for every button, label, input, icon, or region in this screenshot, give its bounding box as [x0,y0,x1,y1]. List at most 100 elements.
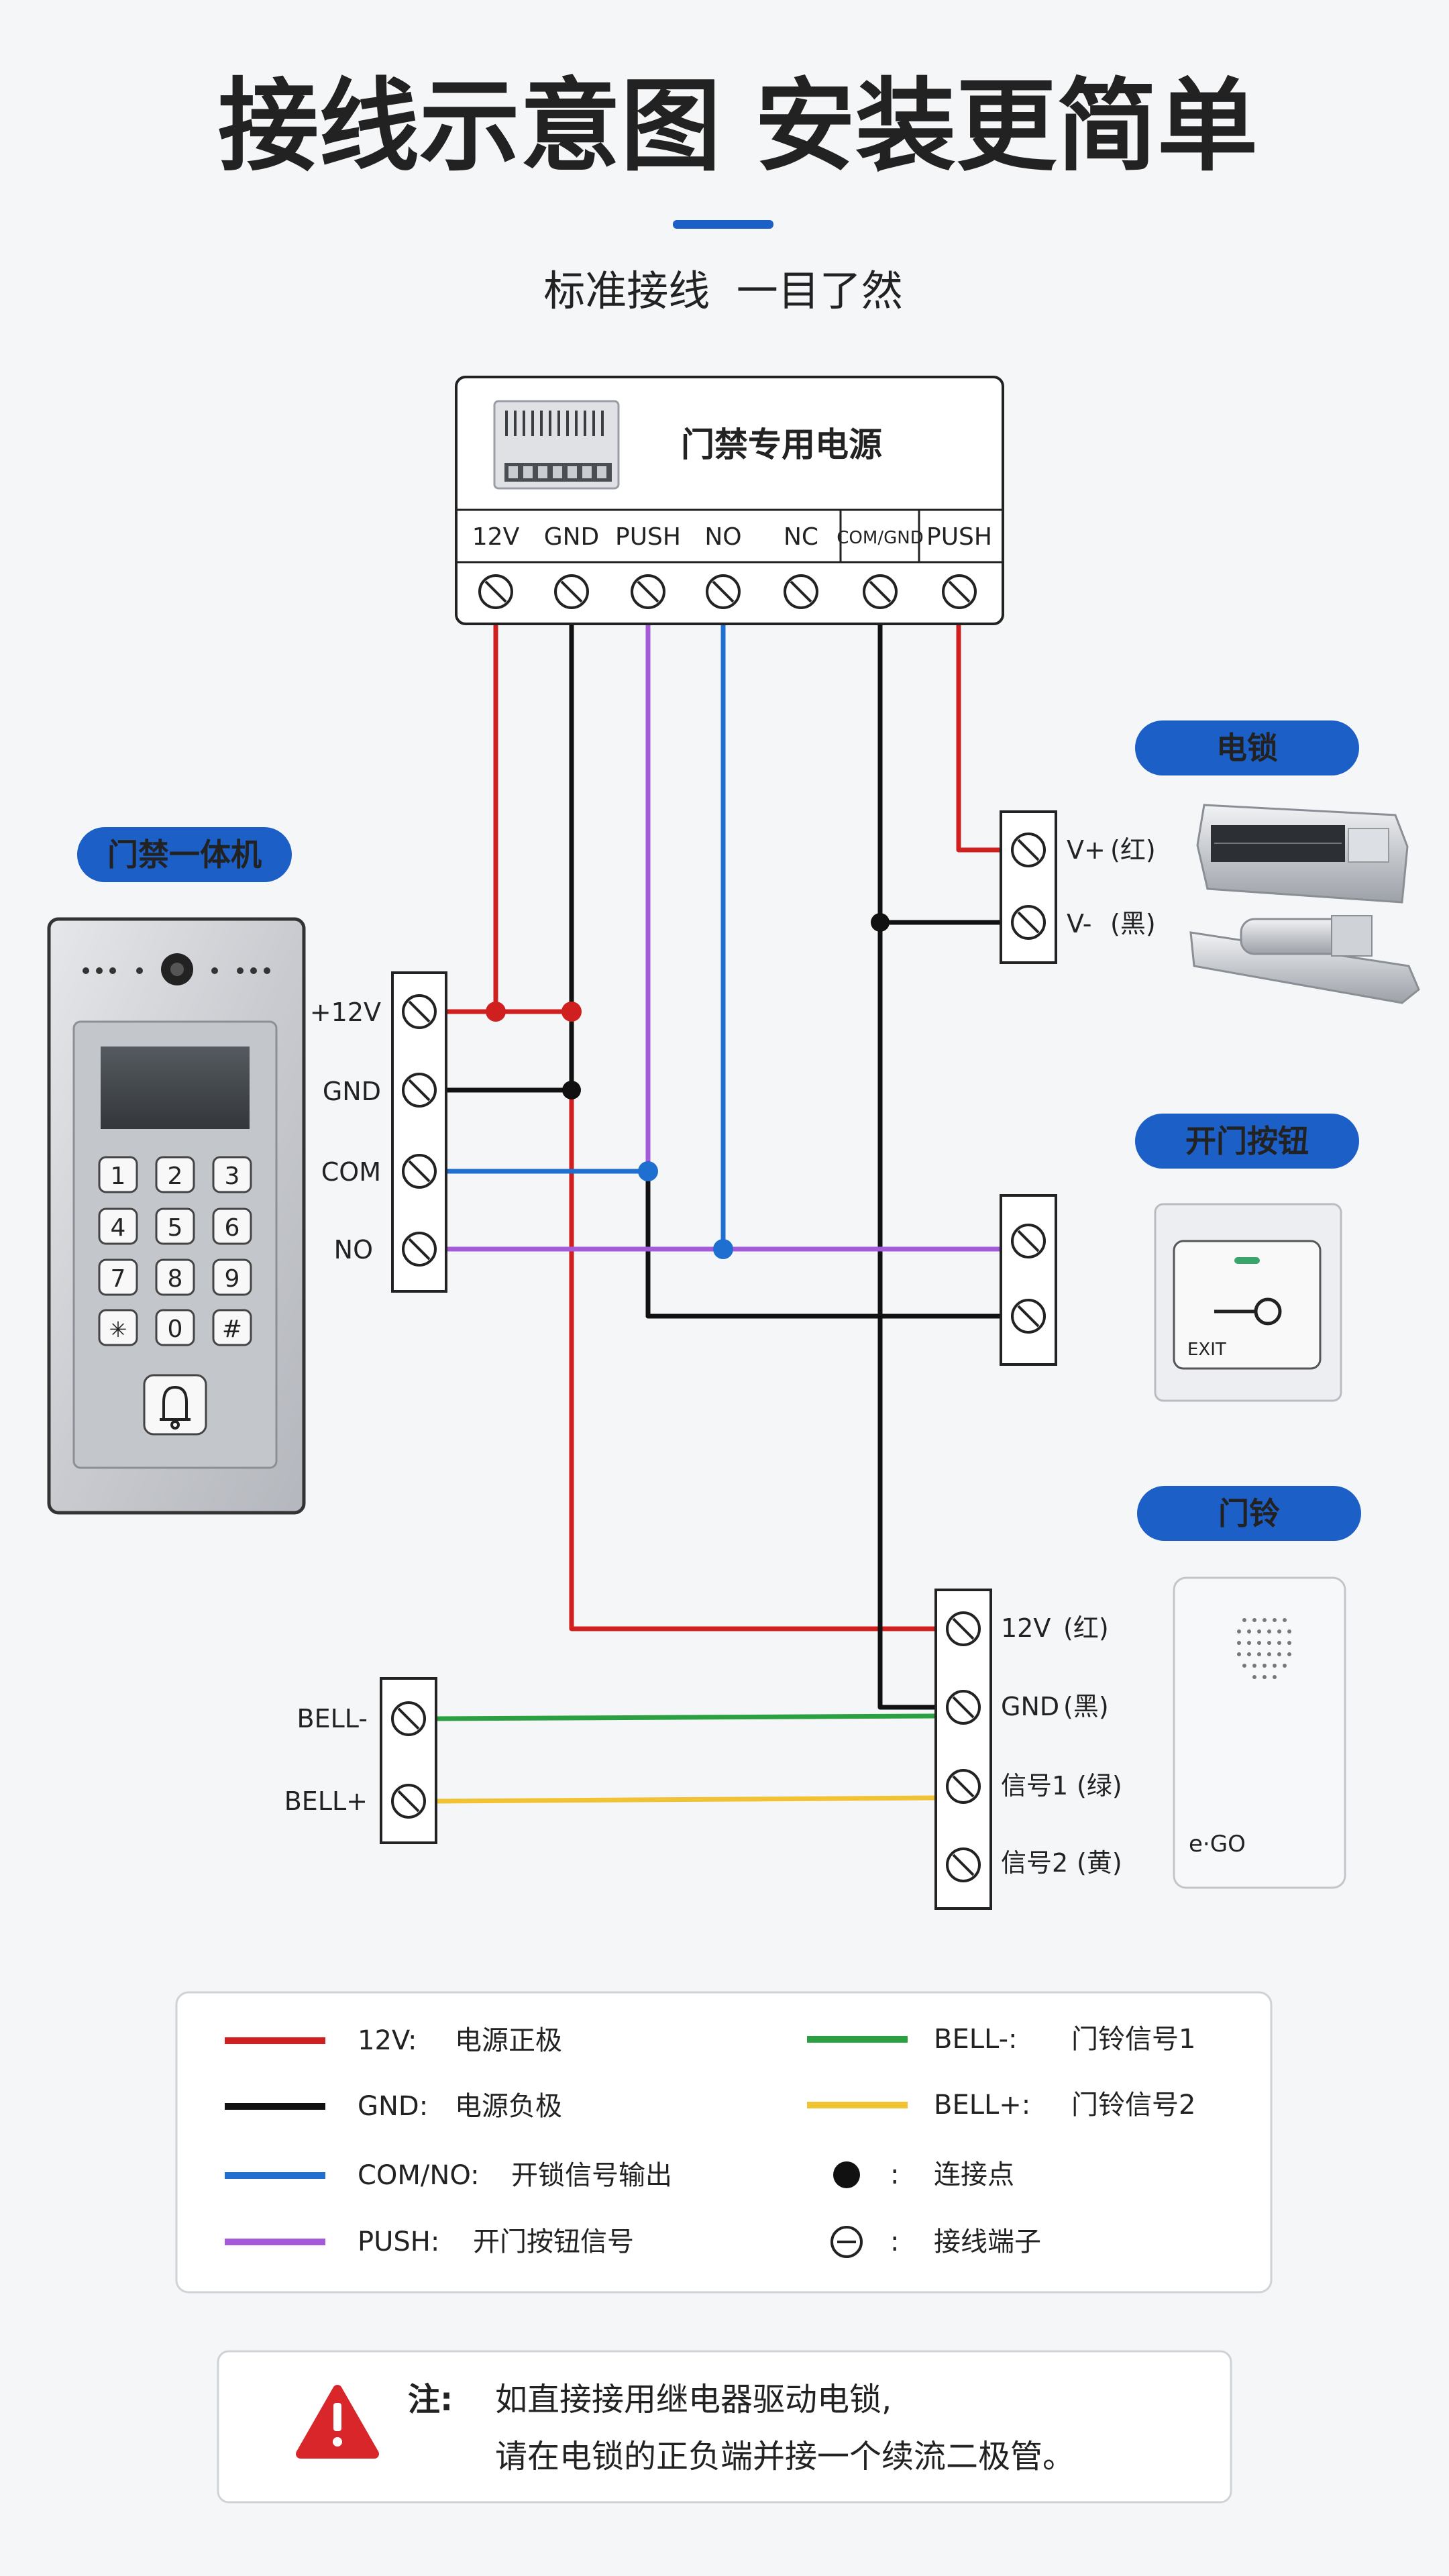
lock-terminal-note: (红) [1110,835,1156,865]
title-underline [673,220,773,229]
legend-desc: 开锁信号输出 [511,2160,672,2191]
bell-icon [160,1385,191,1430]
key-label: 6 [225,1214,240,1242]
electric-lock: 电锁 V+ (红) V- (黑) [1000,720,1420,1004]
indicator-dots [83,967,270,974]
junction-dot [561,1002,582,1022]
unit-terminal-label: NO [334,1235,373,1265]
junction-dot [562,1081,581,1099]
legend-desc: 接线端子 [934,2226,1041,2257]
unit-terminal-label: +12V [310,998,381,1027]
terminal-screw-row [478,574,977,609]
bell-terminal-label: 12V [1001,1613,1051,1643]
note-line-1: 如直接接用继电器驱动电锁, [495,2381,892,2418]
junction-dot [713,1239,733,1259]
bell-terminal-label: 信号2 [1001,1848,1068,1878]
subtitle: 标准接线 一目了然 [543,266,902,315]
power-supply: 门禁专用电源 12V GND PUSH NO NC COM/GND PUSH [455,376,1004,625]
legend-key: : [890,2226,899,2257]
key-label: ✳ [109,1317,127,1342]
keypad [98,1156,252,1346]
legend-desc: 电源正极 [455,2025,562,2056]
key-label: 0 [168,1316,183,1343]
legend-desc: 门铃信号1 [1071,2024,1195,2055]
wire-psu-push-to-exit [645,624,1001,1319]
wire-psu-push2-to-lock-v-plus [956,624,1001,853]
access-unit: 门禁一体机 1 2 3 4 5 6 7 8 9 ✳ 0 # [47,827,306,1515]
doorbell-key [143,1374,207,1436]
title-dark: 接线示意图 [218,68,721,185]
key-label: 9 [225,1265,240,1293]
legend: 12V: 电源正极 GND: 电源负极 COM/NO: 开锁信号输出 PUSH:… [175,1991,1273,2294]
legend-desc: 门铃信号2 [1071,2090,1195,2121]
exit-plate-text: EXIT [1187,1340,1226,1360]
bolt-lock-icon [1189,915,1420,1004]
bell-terminal-note: (黑) [1063,1692,1109,1721]
legend-desc: 开门按钮信号 [473,2226,634,2257]
note-line-2: 请在电锁的正负端并接一个续流二极管。 [495,2438,1075,2475]
key-label: 7 [111,1265,126,1293]
legend-key: GND: [358,2091,428,2122]
doorbell-device [1173,1576,1346,1889]
legend-key: 12V: [358,2025,417,2056]
exit-button: 开门按钮 EXIT [1000,1114,1359,1402]
bell-terminal-note: (黄) [1077,1848,1122,1878]
legend-desc: 连接点 [934,2159,1014,2190]
unit-terminal-block: +12V GND COM NO [310,971,447,1293]
psu-terminal-label: NO [704,523,741,551]
junction-dot [638,1161,658,1181]
wires [417,624,1001,1804]
lcd-screen [101,1046,250,1129]
bell-block-label: BELL- [297,1704,368,1733]
bell-terminal-label: 信号1 [1001,1771,1068,1801]
lock-terminal-label: V+ [1067,835,1106,865]
psu-terminal-label: GND [544,523,600,551]
wire-bell-plus [437,1795,936,1804]
connection-dot-icon [833,2161,860,2188]
junction-dot [871,913,890,932]
unit-terminal-label: COM [321,1157,381,1187]
exit-plate-inner [1173,1240,1322,1370]
bell-terminal-note: (绿) [1077,1771,1122,1801]
badge-bg [77,827,292,882]
note-label: 注: [408,2381,453,2418]
legend-key: BELL-: [934,2024,1018,2055]
title-blue: 安装更简单 [755,68,1258,185]
psu-terminal-label: PUSH [926,523,992,551]
junction-dot [486,1002,506,1022]
note-box: 注: 如直接接用继电器驱动电锁, 请在电锁的正负端并接一个续流二极管。 [217,2350,1232,2504]
legend-desc: 电源负极 [455,2091,562,2122]
warning-icon [296,2385,379,2459]
doorbell: 门铃 12V (红) GND (黑) 信号1 (绿) 信号2 (黄) e·GO [934,1486,1361,1910]
psu-terminal-label: COM/GND [837,528,923,548]
legend-key: PUSH: [358,2226,439,2257]
lock-badge: 电锁 [1216,730,1278,766]
junctions [486,913,890,1259]
key-label: 2 [168,1163,183,1190]
psu-terminal-label: NC [784,523,818,551]
indicator-led [1234,1257,1260,1264]
bell-signal-block: BELL- BELL+ [284,1677,437,1844]
psu-terminal-label: PUSH [615,523,681,551]
bell-block-label: BELL+ [284,1786,368,1816]
lock-terminal-note: (黑) [1110,909,1156,938]
key-label: 4 [111,1214,126,1242]
speaker-grille [1237,1618,1291,1679]
bell-terminal-note: (红) [1063,1613,1109,1643]
power-supply-title: 门禁专用电源 [681,425,882,464]
legend-box [175,1991,1273,2294]
key-label: 5 [168,1214,183,1242]
unit-terminal-label: GND [323,1077,381,1106]
terminal-symbol-icon [830,2226,863,2258]
badge-bg [1137,1486,1361,1541]
lock-terminal-label: V- [1067,909,1091,938]
legend-key: : [890,2159,899,2190]
bell-terminal-label: GND [1001,1692,1059,1721]
wire-psu-com-to-bell-gnd [877,922,936,1710]
badge-bg [1135,1114,1359,1169]
power-supply-icon [493,400,620,490]
wire-psu-com-to-lock-v-minus [877,624,1001,925]
badge-bg [1135,720,1359,775]
doorbell-brand: e·GO [1189,1831,1246,1858]
